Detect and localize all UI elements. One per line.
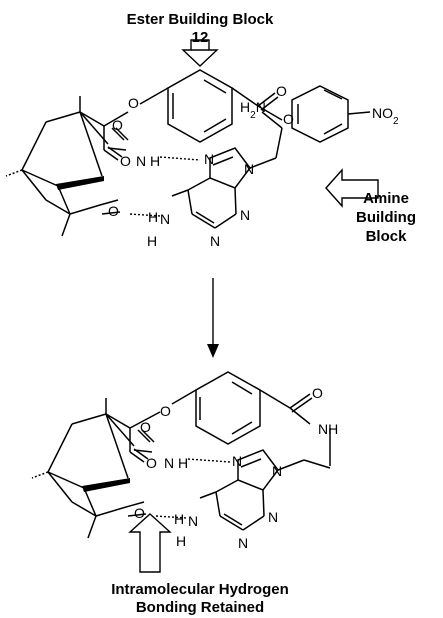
- atom-o-top-2: O: [283, 111, 294, 127]
- label-no2: NO2: [372, 105, 399, 127]
- atom-h-top-2: H: [148, 209, 158, 225]
- atom-o-bottom-3: O: [146, 455, 157, 471]
- atom-n-top-purine-1: N: [204, 151, 214, 167]
- amine-block-arrow-icon: [325, 168, 379, 208]
- atom-o-bottom-1: O: [160, 403, 171, 419]
- atom-n-top-purine-4: N: [210, 233, 220, 249]
- atom-n-top-imide: N: [136, 153, 146, 169]
- amine-block-label-3: Block: [366, 228, 408, 245]
- top-molecule: [5, 69, 371, 237]
- atom-n-bottom-amino: N: [188, 513, 198, 529]
- atom-h-bottom-1: H: [178, 455, 188, 471]
- label-h2n: H2N: [240, 99, 266, 121]
- bottom-molecule: [31, 371, 331, 539]
- ester-target-arrow-icon: [181, 39, 219, 67]
- atom-n-bottom-purine-4: N: [238, 535, 248, 551]
- top-hbond-2: [129, 213, 161, 217]
- caption-line-2: Bonding Retained: [136, 599, 264, 616]
- atom-h-bottom-2: H: [174, 511, 184, 527]
- bottom-hbond-2: [155, 515, 187, 519]
- atom-n-bottom-purine-3: N: [268, 509, 278, 525]
- atom-o-bottom-4: O: [140, 419, 151, 435]
- amine-block-label-2: Building: [356, 209, 416, 226]
- atom-n-bottom-purine-2: N: [272, 463, 282, 479]
- label-nh: NH: [318, 421, 338, 437]
- caption-line-1: Intramolecular Hydrogen: [111, 581, 289, 598]
- atom-o-bottom-5: O: [134, 505, 145, 521]
- ester-block-number: 12: [192, 29, 209, 46]
- atom-h-bottom-3: H: [176, 533, 186, 549]
- hbond-up-arrow-icon: [128, 513, 172, 573]
- atom-o-top-4: O: [120, 153, 131, 169]
- atom-o-top-1: O: [128, 95, 139, 111]
- bottom-hbond-1: [187, 458, 231, 463]
- atom-h-top-3: H: [147, 233, 157, 249]
- top-hbond-1: [159, 156, 201, 161]
- atom-o-top-3: O: [276, 83, 287, 99]
- atom-h-top-1: H: [150, 153, 160, 169]
- atom-n-bottom-purine-1: N: [232, 453, 242, 469]
- atom-o-top-5: O: [112, 117, 123, 133]
- atom-o-top-6: O: [108, 203, 119, 219]
- atom-n-top-purine-3: N: [240, 207, 250, 223]
- atom-n-top-amino: N: [160, 211, 170, 227]
- top-wedge-bond: [56, 176, 104, 190]
- atom-o-bottom-2: O: [312, 385, 323, 401]
- atom-n-bottom-imide: N: [164, 455, 174, 471]
- amine-block-label-1: Amine: [363, 190, 409, 207]
- reaction-arrow-head: [207, 344, 219, 358]
- top-purine: [171, 111, 283, 229]
- atom-n-top-purine-2: N: [244, 161, 254, 177]
- ester-block-title: Ester Building Block: [127, 11, 274, 28]
- bottom-wedge-bond: [82, 478, 130, 492]
